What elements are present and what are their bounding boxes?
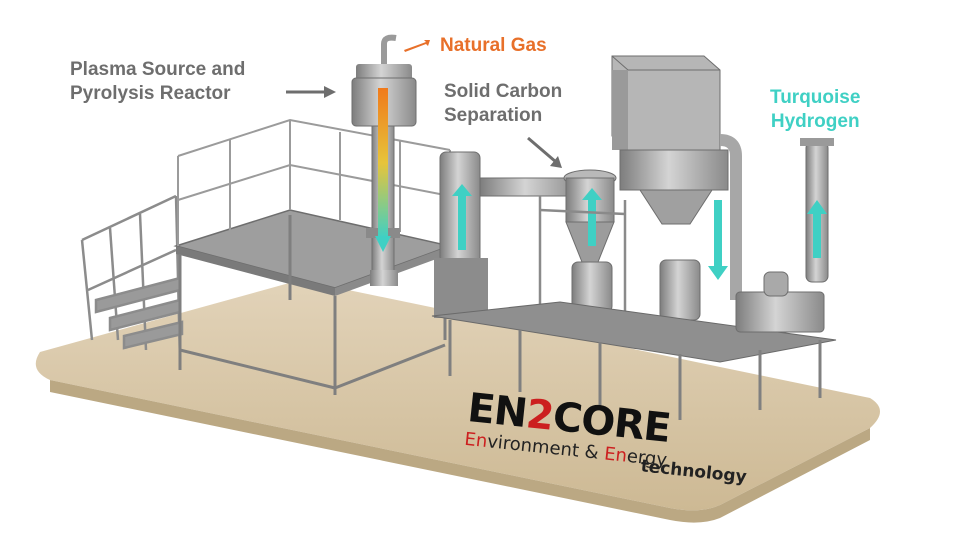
natural-gas-pointer — [404, 40, 430, 52]
plasma-reactor — [351, 34, 417, 286]
logo-sub-en: En — [463, 428, 489, 453]
plasma-pointer — [286, 86, 336, 98]
carbon-separation-unit — [434, 151, 627, 330]
carbon-label-line2: Separation — [444, 104, 543, 126]
turquoise-hydrogen-label: Turquoise Hydrogen — [770, 86, 860, 134]
staircase — [80, 194, 184, 361]
carbon-pointer — [527, 136, 562, 168]
equipment-skid — [431, 301, 837, 420]
natural-gas-label: Natural Gas — [440, 35, 547, 56]
plasma-label-line2: Pyrolysis Reactor — [70, 82, 231, 104]
hydrogen-label-line2: Hydrogen — [770, 110, 860, 132]
plasma-reactor-label: Plasma Source and Pyrolysis Reactor — [70, 58, 245, 106]
hydrogen-outlet — [735, 138, 834, 333]
plasma-label-line1: Plasma Source and — [70, 59, 246, 80]
carbon-separation-label: Solid Carbon Separation — [444, 80, 562, 128]
reactor-flow-arrow — [378, 88, 388, 238]
filter-housing — [611, 55, 742, 321]
hydrogen-label-line1: Turquoise — [770, 87, 861, 108]
carbon-label-line1: Solid Carbon — [444, 81, 563, 102]
base-platform — [35, 280, 880, 523]
logo-sub-en2: En — [603, 443, 629, 467]
